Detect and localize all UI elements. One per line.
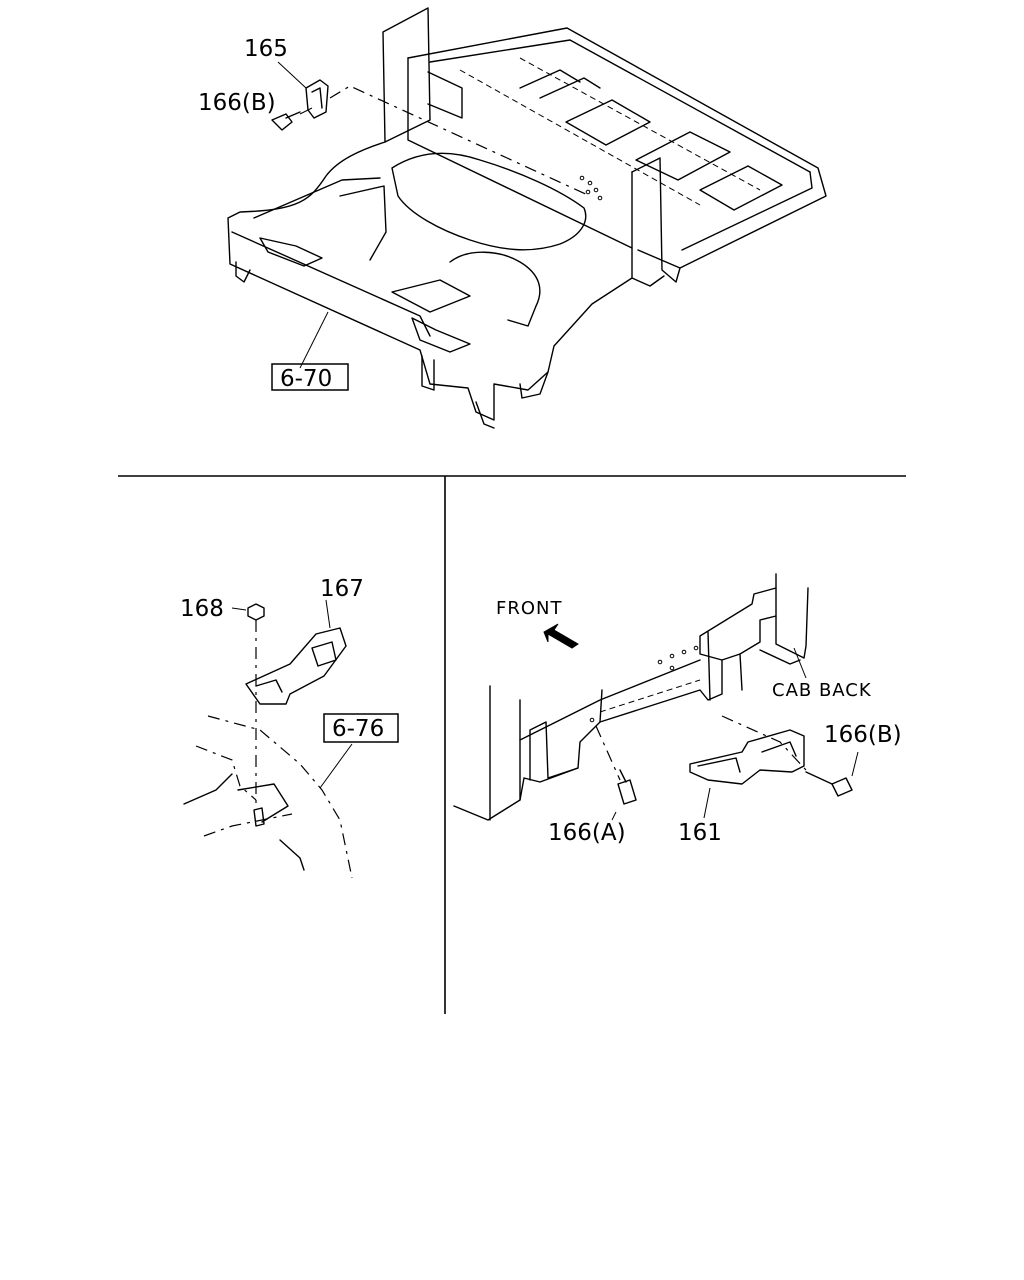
cab-floor-drawing xyxy=(227,7,827,429)
label-167: 167 xyxy=(320,576,364,602)
label-front: FRONT xyxy=(496,598,563,619)
front-arrow-icon xyxy=(543,623,579,649)
bracket-167-drawing xyxy=(183,599,399,879)
bracket-161-drawing xyxy=(453,573,859,821)
label-6-70: 6-70 xyxy=(280,366,332,392)
label-6-76: 6-76 xyxy=(332,716,384,742)
label-cab-back: CAB BACK xyxy=(772,680,872,701)
label-166b-top: 166(B) xyxy=(198,90,276,116)
label-168: 168 xyxy=(180,596,224,622)
label-166a: 166(A) xyxy=(548,820,626,846)
label-166b-right: 166(B) xyxy=(824,722,902,748)
label-165: 165 xyxy=(244,36,288,62)
label-161: 161 xyxy=(678,820,722,846)
